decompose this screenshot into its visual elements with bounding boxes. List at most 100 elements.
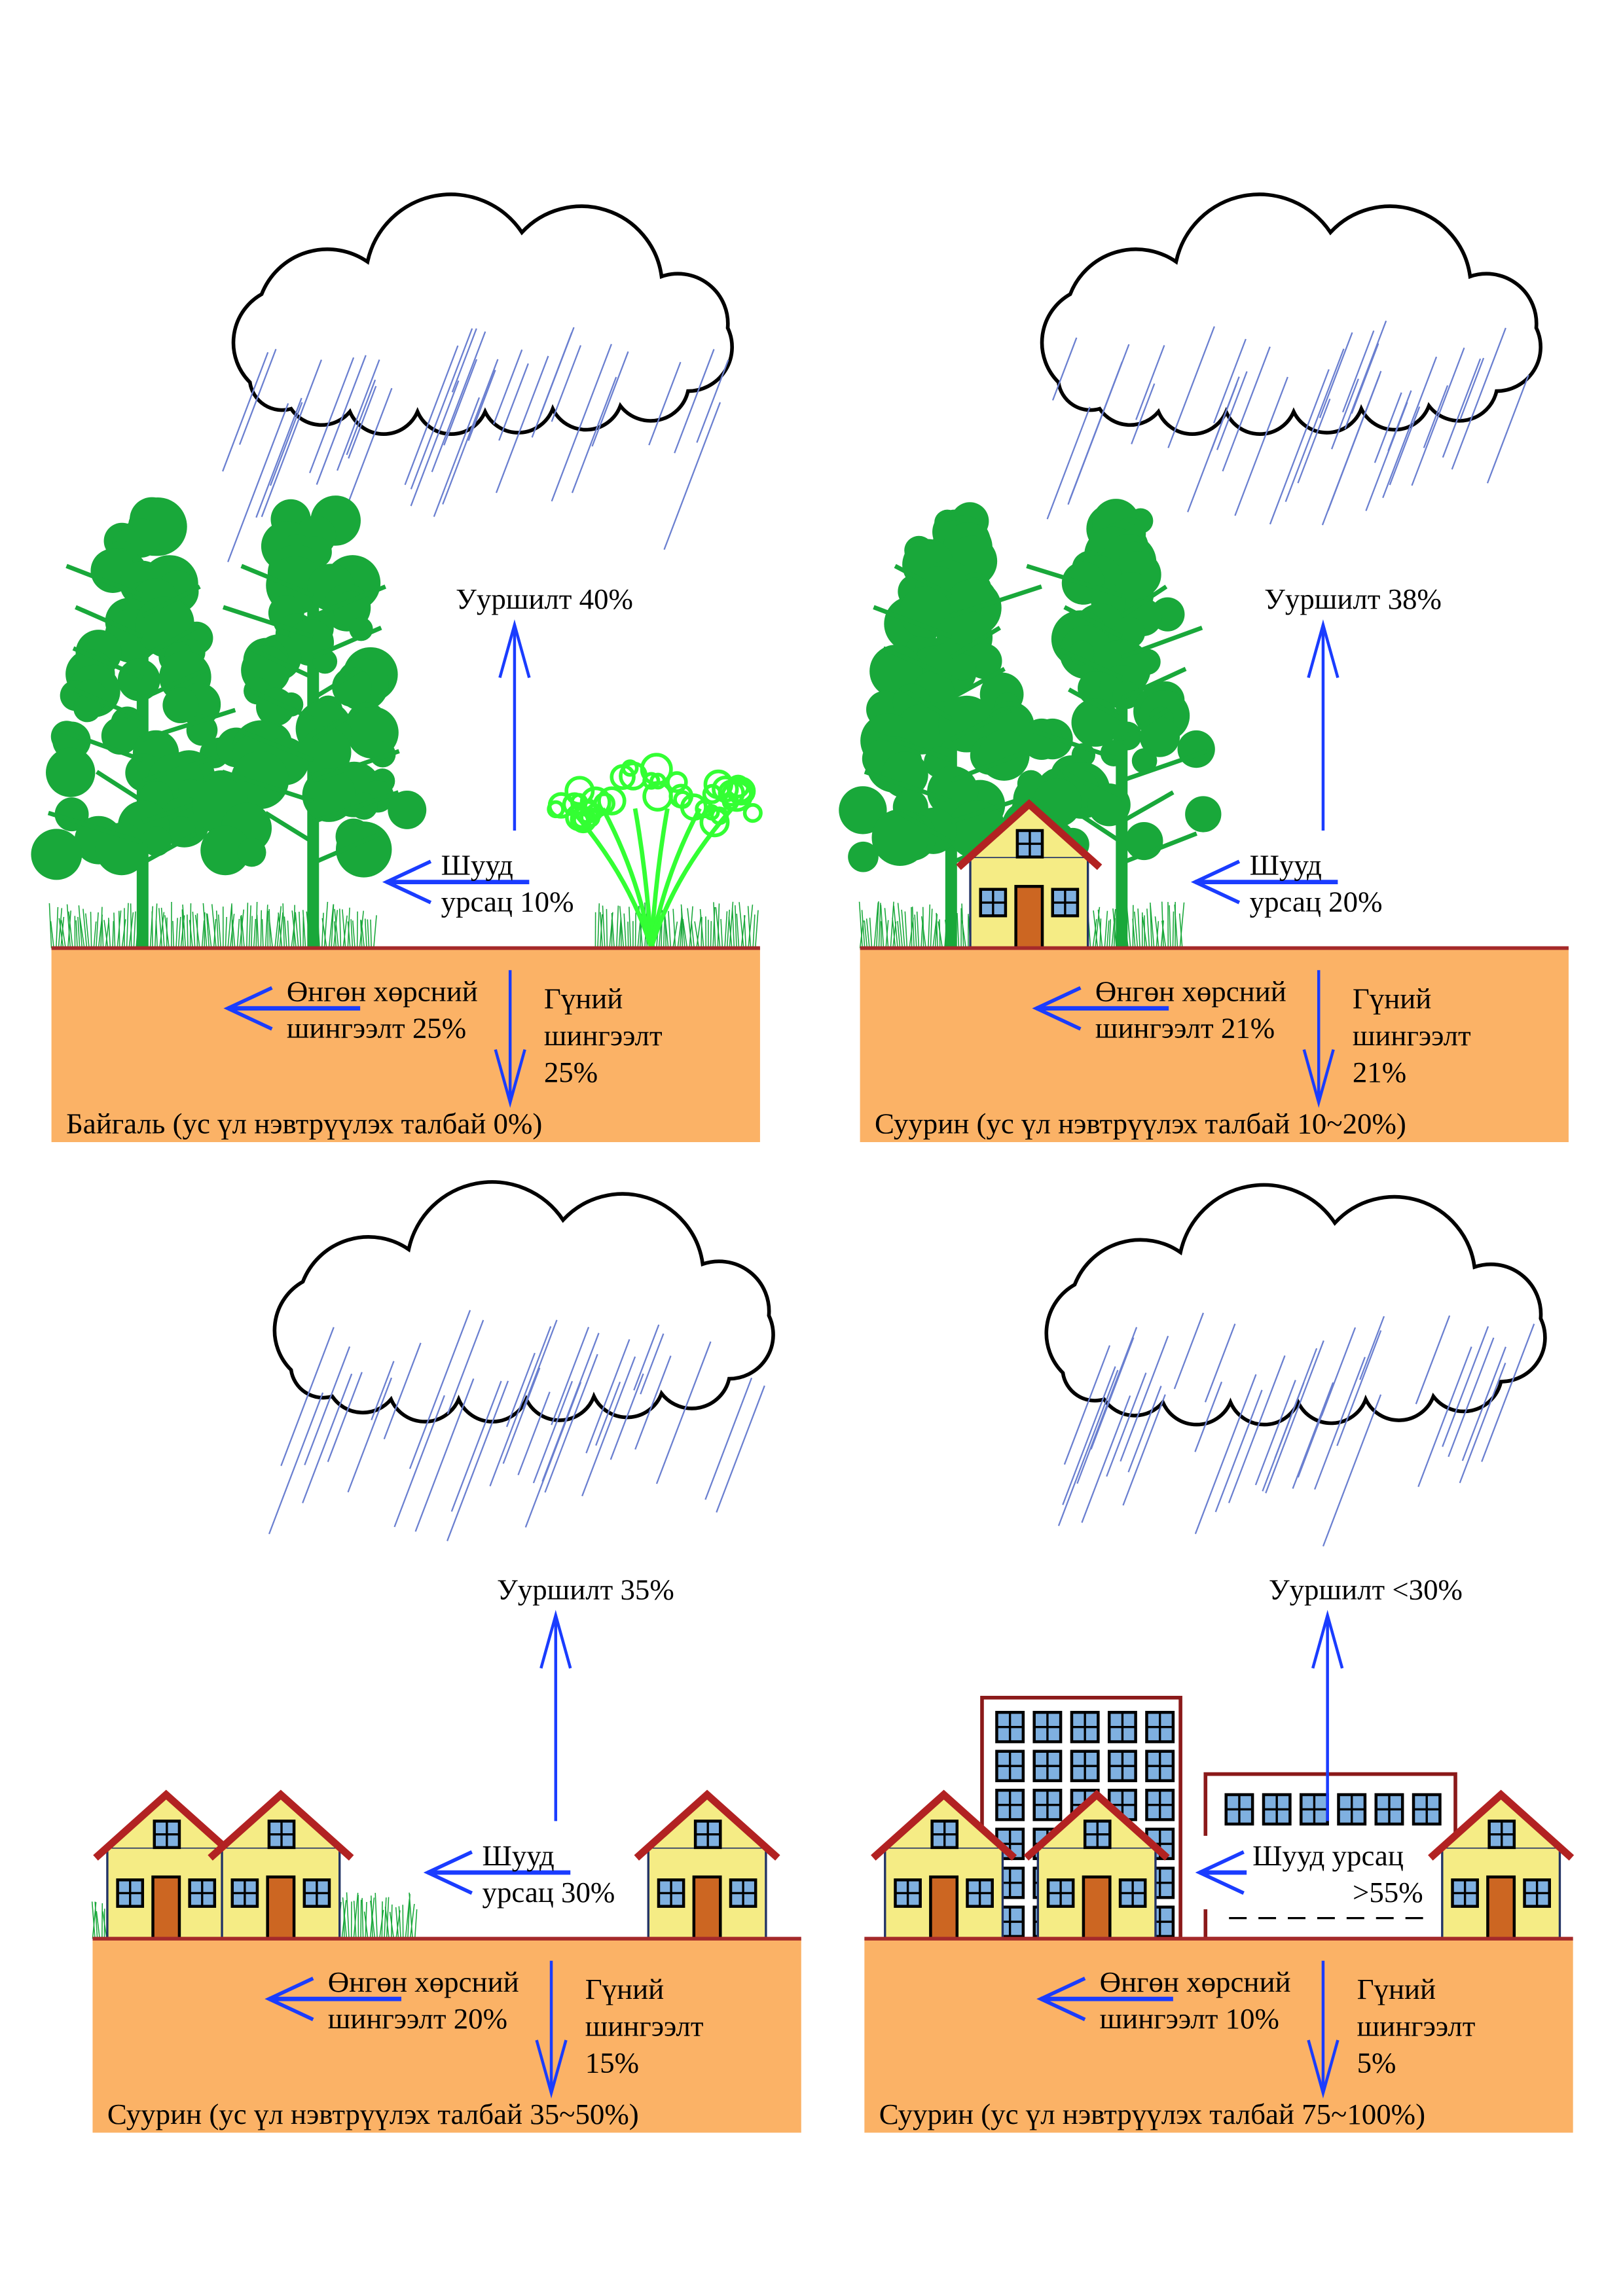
- tree-branch: [240, 564, 314, 598]
- window-icon: [188, 1878, 217, 1908]
- grass-blade: [367, 919, 370, 948]
- rain-streak: [595, 1381, 621, 1446]
- grass-blade: [164, 915, 170, 948]
- grass-blade: [1169, 905, 1171, 948]
- window-icon: [995, 1789, 1025, 1821]
- rain-streak: [551, 345, 582, 422]
- arrow-up-icon: [1307, 619, 1340, 831]
- tree-foliage: [1185, 796, 1222, 833]
- cloud-outline: [1044, 1183, 1547, 1427]
- grass-blade: [236, 918, 240, 948]
- rain-streak: [1194, 1374, 1257, 1534]
- grass-blade: [615, 905, 619, 948]
- evaporation-label: Ууршилт 40%: [456, 583, 633, 615]
- grass-blade: [333, 910, 338, 948]
- tree-foliage: [1021, 718, 1063, 761]
- grass-blade: [334, 908, 339, 948]
- grass-blade: [232, 920, 236, 948]
- rain-streak: [517, 1391, 551, 1476]
- grass-blade: [1104, 910, 1108, 948]
- grass-blade: [93, 921, 97, 948]
- grass-blade: [864, 920, 868, 948]
- rain-streak: [1481, 1323, 1535, 1462]
- rain-streak: [1359, 1316, 1385, 1380]
- rain-streak: [1389, 406, 1421, 486]
- window-icon: [979, 888, 1008, 918]
- window-icon: [1145, 1711, 1175, 1744]
- rain-streak: [492, 349, 523, 425]
- window-icon: [153, 1820, 181, 1850]
- tree-foliage: [900, 586, 951, 638]
- tree-branch: [312, 626, 382, 660]
- grass-blade: [875, 901, 879, 948]
- tree-foliage: [101, 717, 139, 755]
- grass-blade: [299, 911, 302, 948]
- grass-blade: [961, 920, 967, 948]
- house-door: [1082, 1875, 1112, 1941]
- soil-layer: [92, 1939, 801, 2133]
- shallow-infiltration-value: шингээлт 20%: [328, 2002, 507, 2035]
- bush-leaf: [649, 772, 666, 790]
- grass-blade: [126, 903, 129, 948]
- grass-blade: [353, 1901, 357, 1939]
- window-icon: [1032, 1749, 1063, 1782]
- grass-blade: [911, 906, 915, 948]
- grass-blade: [253, 919, 257, 948]
- grass-blade: [866, 918, 870, 948]
- shallow-infiltration-value: шингээлт 25%: [287, 1012, 466, 1045]
- window-icon: [267, 1820, 296, 1850]
- rain-streak: [551, 1327, 590, 1426]
- arrow-left-icon: [223, 986, 361, 1031]
- tree-branch: [72, 646, 144, 680]
- rain-streak: [640, 1333, 665, 1395]
- grass-blade: [901, 909, 905, 948]
- rain-streak: [505, 1352, 536, 1427]
- tree-branch: [60, 728, 143, 762]
- grass-blade: [878, 903, 881, 948]
- grass-blade: [928, 904, 931, 948]
- house-roof: [1023, 1789, 1170, 1861]
- tree-branch: [75, 605, 144, 639]
- grass-blade: [91, 1901, 96, 1939]
- tree-icon: [192, 495, 427, 948]
- rain-streak: [1297, 398, 1331, 484]
- grass-blade: [331, 904, 335, 948]
- grass-blade: [102, 1911, 107, 1939]
- house-door: [266, 1875, 296, 1941]
- evaporation-label: Ууршилт 38%: [1264, 583, 1442, 615]
- grass-blade: [333, 921, 337, 948]
- rain-streak: [1062, 1366, 1116, 1505]
- rain-streak: [502, 1367, 541, 1464]
- house-icon: [956, 799, 1103, 950]
- grass-blade: [677, 916, 682, 948]
- bush-leaf: [673, 790, 692, 809]
- grass-blade: [739, 902, 744, 948]
- window-icon: [966, 1878, 994, 1908]
- arrow-head: [1195, 1850, 1245, 1895]
- window-icon: [1451, 1878, 1479, 1908]
- grass-blade: [287, 920, 290, 948]
- house-roof: [1428, 1789, 1575, 1861]
- rain-streak: [633, 1324, 660, 1391]
- grass-blade: [79, 918, 85, 948]
- evaporation-label: Ууршилт <30%: [1269, 1573, 1463, 1605]
- rain-streak: [268, 1392, 324, 1535]
- deep-infiltration-value: 15%: [585, 2046, 639, 2079]
- arrow-head: [1190, 859, 1241, 905]
- grass-blade: [90, 912, 92, 948]
- house-roof: [634, 1789, 780, 1861]
- grass-blade: [663, 914, 666, 948]
- tree-branch: [312, 667, 363, 700]
- grass-blade: [151, 911, 153, 948]
- grass-blade: [1106, 920, 1110, 948]
- panel-caption: Суурин (ус үл нэвтрүүлэх талбай 10~20%): [875, 1107, 1406, 1140]
- rain-streak: [309, 357, 355, 474]
- window-icon: [1032, 1789, 1063, 1821]
- tree-foliage: [839, 786, 887, 834]
- grass-blade: [328, 904, 334, 948]
- window-icon: [693, 1820, 722, 1850]
- direct-runoff-value: урсац 30%: [483, 1876, 615, 1909]
- rain-streak: [696, 359, 729, 443]
- window-icon: [302, 1878, 331, 1908]
- tree-branch: [902, 687, 953, 721]
